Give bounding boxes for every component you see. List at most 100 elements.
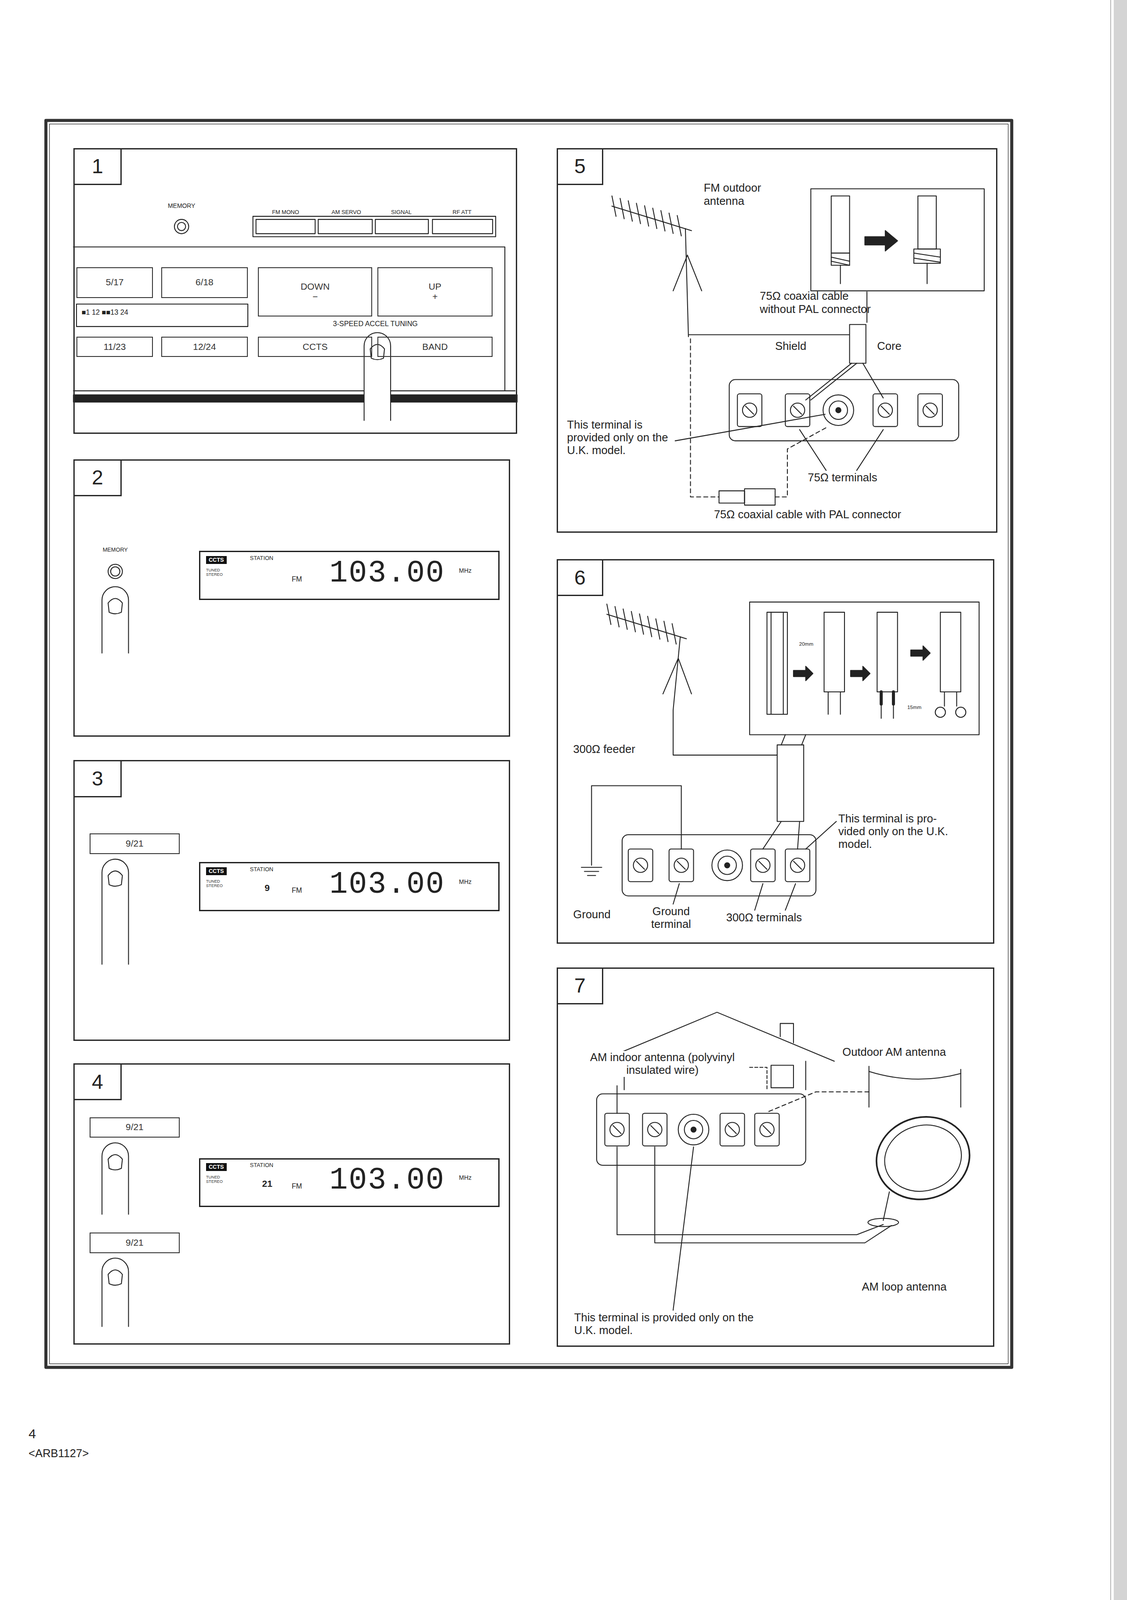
fm-feeder-connection bbox=[750, 848, 776, 881]
annotation-label: FM MONO bbox=[254, 209, 316, 216]
fm-feeder-connection bbox=[622, 834, 816, 896]
am-antenna-connection bbox=[673, 1146, 694, 1310]
tuner-front-panel bbox=[177, 222, 186, 231]
display-station: STATION bbox=[250, 554, 274, 562]
button-label: 6/18 bbox=[195, 277, 214, 288]
annotation-label: 75Ω coaxial cable without PAL connector bbox=[759, 289, 872, 316]
annotation-label: FM outdoor antenna bbox=[703, 181, 786, 208]
fm-coax-connection bbox=[688, 333, 858, 335]
step-number: 5 bbox=[558, 149, 603, 185]
fm-coax-connection bbox=[831, 195, 850, 254]
step-number: 3 bbox=[74, 760, 122, 797]
push-button: 12/24 bbox=[161, 336, 248, 357]
memory-step bbox=[101, 586, 129, 653]
display-tiny: TUNED STEREO bbox=[206, 568, 237, 577]
button-label: 11/23 bbox=[103, 341, 127, 352]
fm-feeder-connection bbox=[673, 883, 796, 910]
display-freq: 103.00 bbox=[329, 1164, 446, 1196]
am-antenna-connection bbox=[605, 1112, 630, 1146]
second-preset-step bbox=[108, 1269, 123, 1285]
preset-step bbox=[101, 858, 129, 964]
am-antenna-connection bbox=[616, 1146, 892, 1243]
button-label: 5/17 bbox=[105, 277, 124, 288]
display-station: STATION bbox=[250, 1161, 274, 1168]
fm-feeder-connection bbox=[910, 645, 931, 660]
fm-coax-connection bbox=[737, 393, 762, 427]
am-antenna-connection bbox=[883, 1191, 890, 1220]
preset-step bbox=[108, 870, 123, 886]
push-button: 9/21 bbox=[89, 1116, 180, 1138]
fm-coax-connection bbox=[873, 393, 898, 427]
annotation-label: Shield bbox=[775, 339, 821, 353]
annotation-label: 75Ω coaxial cable with PAL connector bbox=[713, 507, 990, 521]
am-antenna-connection bbox=[780, 1022, 794, 1043]
push-button: CCTS bbox=[257, 336, 373, 357]
tuner-front-panel bbox=[73, 216, 518, 421]
fm-coax-connection bbox=[718, 490, 745, 504]
am-antenna-connection bbox=[642, 1112, 667, 1146]
fm-coax-connection bbox=[810, 188, 985, 291]
tuner-front-panel bbox=[73, 390, 515, 392]
tuner-front-panel bbox=[73, 394, 518, 402]
fm-feeder-connection bbox=[881, 691, 894, 704]
fm-coax-connection bbox=[913, 248, 941, 284]
tuner-front-panel bbox=[256, 219, 316, 234]
tuner-front-panel bbox=[73, 246, 505, 391]
fm-feeder-connection bbox=[828, 691, 841, 714]
fm-coax-connection bbox=[805, 362, 884, 400]
am-antenna-connection bbox=[771, 1065, 794, 1088]
step-number: 4 bbox=[74, 1064, 122, 1100]
am-antenna-connection bbox=[876, 1116, 969, 1200]
annotation-label: 300Ω terminals bbox=[726, 910, 824, 924]
step-panel: 9/219/21CCTSTUNED STEREOSTATION21FM103.0… bbox=[73, 1062, 511, 1345]
annotation-label: This terminal is pro- vided only on the … bbox=[838, 811, 966, 851]
tuner-front-panel bbox=[174, 219, 189, 234]
button-label: 9/21 bbox=[125, 1121, 144, 1132]
annotation-label: 300Ω feeder bbox=[573, 742, 660, 756]
am-antenna-connection bbox=[754, 1112, 780, 1146]
display-tiny: TUNED STEREO bbox=[206, 879, 237, 888]
fm-coax-connection bbox=[864, 230, 898, 251]
fm-feeder-connection bbox=[606, 603, 687, 644]
fm-feeder-connection bbox=[591, 785, 682, 866]
memory-step bbox=[108, 564, 123, 579]
fm-coax-connection bbox=[849, 324, 867, 363]
memory-step bbox=[110, 566, 120, 577]
second-preset-step bbox=[101, 1257, 129, 1327]
display-num: 21 bbox=[251, 1178, 283, 1189]
annotation-label: Outdoor AM antenna bbox=[842, 1045, 986, 1059]
fm-feeder-connection bbox=[805, 821, 837, 849]
am-antenna-connection bbox=[869, 1065, 961, 1107]
page-footer: 4 bbox=[28, 1425, 49, 1442]
fm-coax-connection bbox=[675, 414, 826, 441]
display-fm: FM bbox=[291, 575, 302, 584]
display-num: 9 bbox=[251, 883, 283, 893]
lcd-display: CCTSTUNED STEREOSTATION21FM103.00MHz bbox=[199, 1157, 501, 1207]
annotation-label: Core bbox=[876, 339, 918, 353]
am-antenna-connection bbox=[749, 1066, 767, 1090]
am-antenna-connection bbox=[616, 1085, 618, 1113]
am-antenna-connection bbox=[867, 1217, 899, 1227]
push-button: UP+ bbox=[377, 267, 493, 316]
tuner-front-panel bbox=[375, 219, 429, 234]
step-number: 1 bbox=[74, 149, 122, 185]
fm-feeder-connection bbox=[781, 734, 806, 745]
fm-feeder-connection bbox=[581, 866, 602, 876]
illustration bbox=[45, 0, 1127, 1600]
fm-feeder-connection bbox=[628, 848, 653, 881]
display-mhz: MHz bbox=[459, 1174, 472, 1181]
fm-feeder-connection bbox=[663, 636, 692, 711]
page-frame bbox=[1113, 0, 1127, 1600]
annotation-label: 75Ω terminals bbox=[807, 471, 905, 484]
fm-feeder-connection bbox=[935, 706, 946, 718]
fm-coax-connection bbox=[917, 393, 943, 427]
step-panel: 9/21CCTSTUNED STEREOSTATION9FM103.00MHz3 bbox=[73, 759, 511, 1041]
fm-feeder-connection bbox=[767, 612, 788, 714]
fm-feeder-connection bbox=[785, 848, 810, 881]
annotation-label: AM SERVO bbox=[318, 209, 375, 216]
annotation-label: MEMORY bbox=[152, 202, 211, 210]
annotation-label: 15mm bbox=[901, 703, 928, 710]
lcd-display: CCTSTUNED STEREOSTATIONFM103.00MHz bbox=[199, 550, 501, 600]
fm-feeder-connection bbox=[669, 848, 694, 881]
tuner-front-panel bbox=[253, 216, 496, 237]
